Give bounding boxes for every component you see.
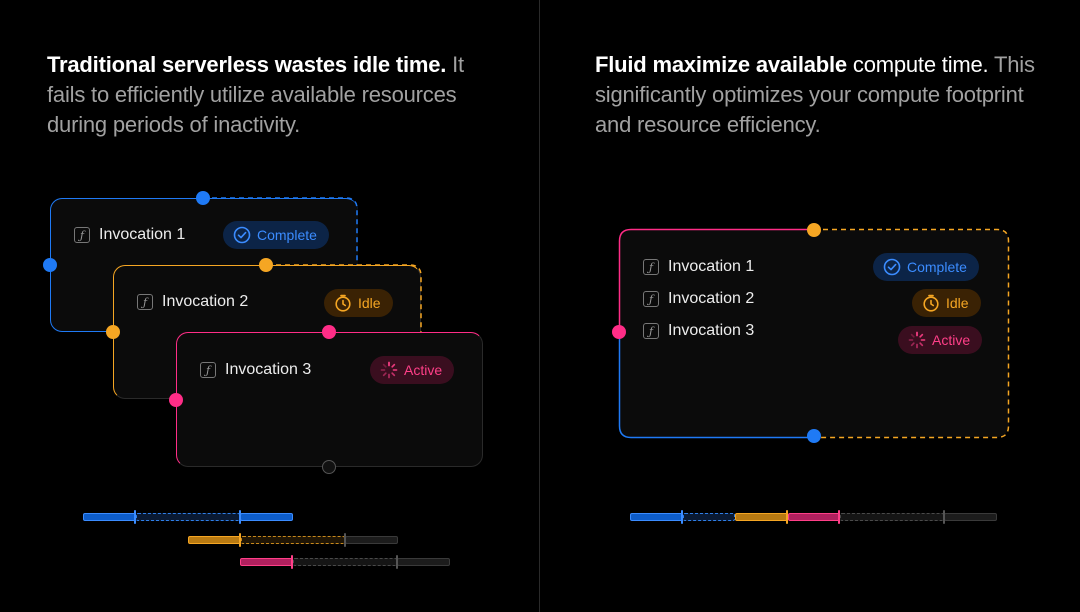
left-invocation-3-row: ƒ Invocation 3 [200,361,311,379]
function-icon: ƒ [643,259,659,275]
right-card-outline [618,228,1010,439]
right-heading-subtitle: This significantly optimizes your comput… [595,52,1035,137]
right-invocation-1-label: Invocation 1 [668,258,755,275]
left-status-active-label: Active [404,362,443,378]
left-status-badge-complete: Complete [223,221,329,249]
timer-icon [923,294,939,312]
right-heading-title-rest: compute time. [846,52,989,77]
left-status-badge-active: Active [370,356,455,384]
left-invocation-2-label: Invocation 2 [162,293,249,310]
panel-divider [539,0,540,612]
spinner-icon [908,331,926,349]
left-heading-subtitle: It fails to efficiently utilize availabl… [47,52,464,137]
left-card-invocation-3 [176,332,483,467]
left-timeline-2-active-segment [188,536,241,544]
connector-dot-orange-top [259,258,273,272]
function-icon: ƒ [200,362,216,378]
left-timeline-3-remaining-segment [397,558,450,566]
connector-dot-pink-left [169,393,183,407]
timeline-tick [239,533,241,547]
connector-dot-orange-top [807,223,821,237]
left-status-idle-label: Idle [358,295,381,311]
right-timeline-blue-segment [630,513,683,521]
connector-dot-pink-left [612,325,626,339]
timer-icon [335,294,351,312]
timeline-tick [786,510,788,524]
left-timeline-1-active-segment [83,513,136,521]
left-timeline-1-idle-segment [136,513,240,521]
function-icon: ƒ [643,323,659,339]
left-invocation-2-row: ƒ Invocation 2 [137,293,248,311]
timeline-tick [344,533,346,547]
right-timeline-pink-segment [788,513,840,521]
left-timeline-3-idle-segment [293,558,397,566]
connector-dot-pink-top [322,325,336,339]
left-invocation-3-label: Invocation 3 [225,361,312,378]
connector-dot-blue-top [196,191,210,205]
left-heading-title: Traditional serverless wastes idle time. [47,52,447,77]
connector-dot-orange-left [106,325,120,339]
left-timeline-3-active-segment [240,558,293,566]
timeline-tick [134,510,136,524]
right-status-badge-active: Active [898,326,983,354]
left-invocation-1-row: ƒ Invocation 1 [74,226,185,244]
left-status-badge-idle: Idle [324,289,393,317]
left-timeline-1-active-segment-2 [240,513,293,521]
right-timeline-orange-segment [735,513,788,521]
right-invocation-3-row: ƒ Invocation 3 [643,322,754,340]
right-invocation-2-label: Invocation 2 [668,290,755,307]
timeline-tick [838,510,840,524]
timeline-tick [943,510,945,524]
timeline-tick [291,555,293,569]
right-invocation-2-row: ƒ Invocation 2 [643,290,754,308]
left-status-complete-label: Complete [257,227,317,243]
right-heading-title: Fluid maximize available [595,52,847,77]
right-timeline-blue-idle-segment [683,513,735,521]
timeline-tick [681,510,683,524]
check-circle-icon [883,258,901,276]
right-invocation-1-row: ƒ Invocation 1 [643,258,754,276]
right-invocation-3-label: Invocation 3 [668,322,755,339]
function-icon: ƒ [643,291,659,307]
right-status-badge-idle: Idle [912,289,981,317]
right-status-badge-complete: Complete [873,253,979,281]
left-invocation-1-label: Invocation 1 [99,226,186,243]
right-timeline-idle-segment [840,513,944,521]
right-status-complete-label: Complete [907,259,967,275]
timeline-tick [396,555,398,569]
timeline-tick [239,510,241,524]
left-timeline-2-idle-segment [241,536,345,544]
right-timeline-remaining-segment [944,513,997,521]
right-status-idle-label: Idle [946,295,969,311]
right-status-active-label: Active [932,332,971,348]
left-heading: Traditional serverless wastes idle time.… [47,50,507,140]
connector-dot-blue-left [43,258,57,272]
function-icon: ƒ [137,294,153,310]
connector-dot-blue-bottom [807,429,821,443]
spinner-icon [380,361,398,379]
connector-dot-empty-bottom [322,460,336,474]
left-timeline-2-remaining-segment [345,536,398,544]
right-heading: Fluid maximize available compute time. T… [595,50,1055,140]
function-icon: ƒ [74,227,90,243]
check-circle-icon [233,226,251,244]
